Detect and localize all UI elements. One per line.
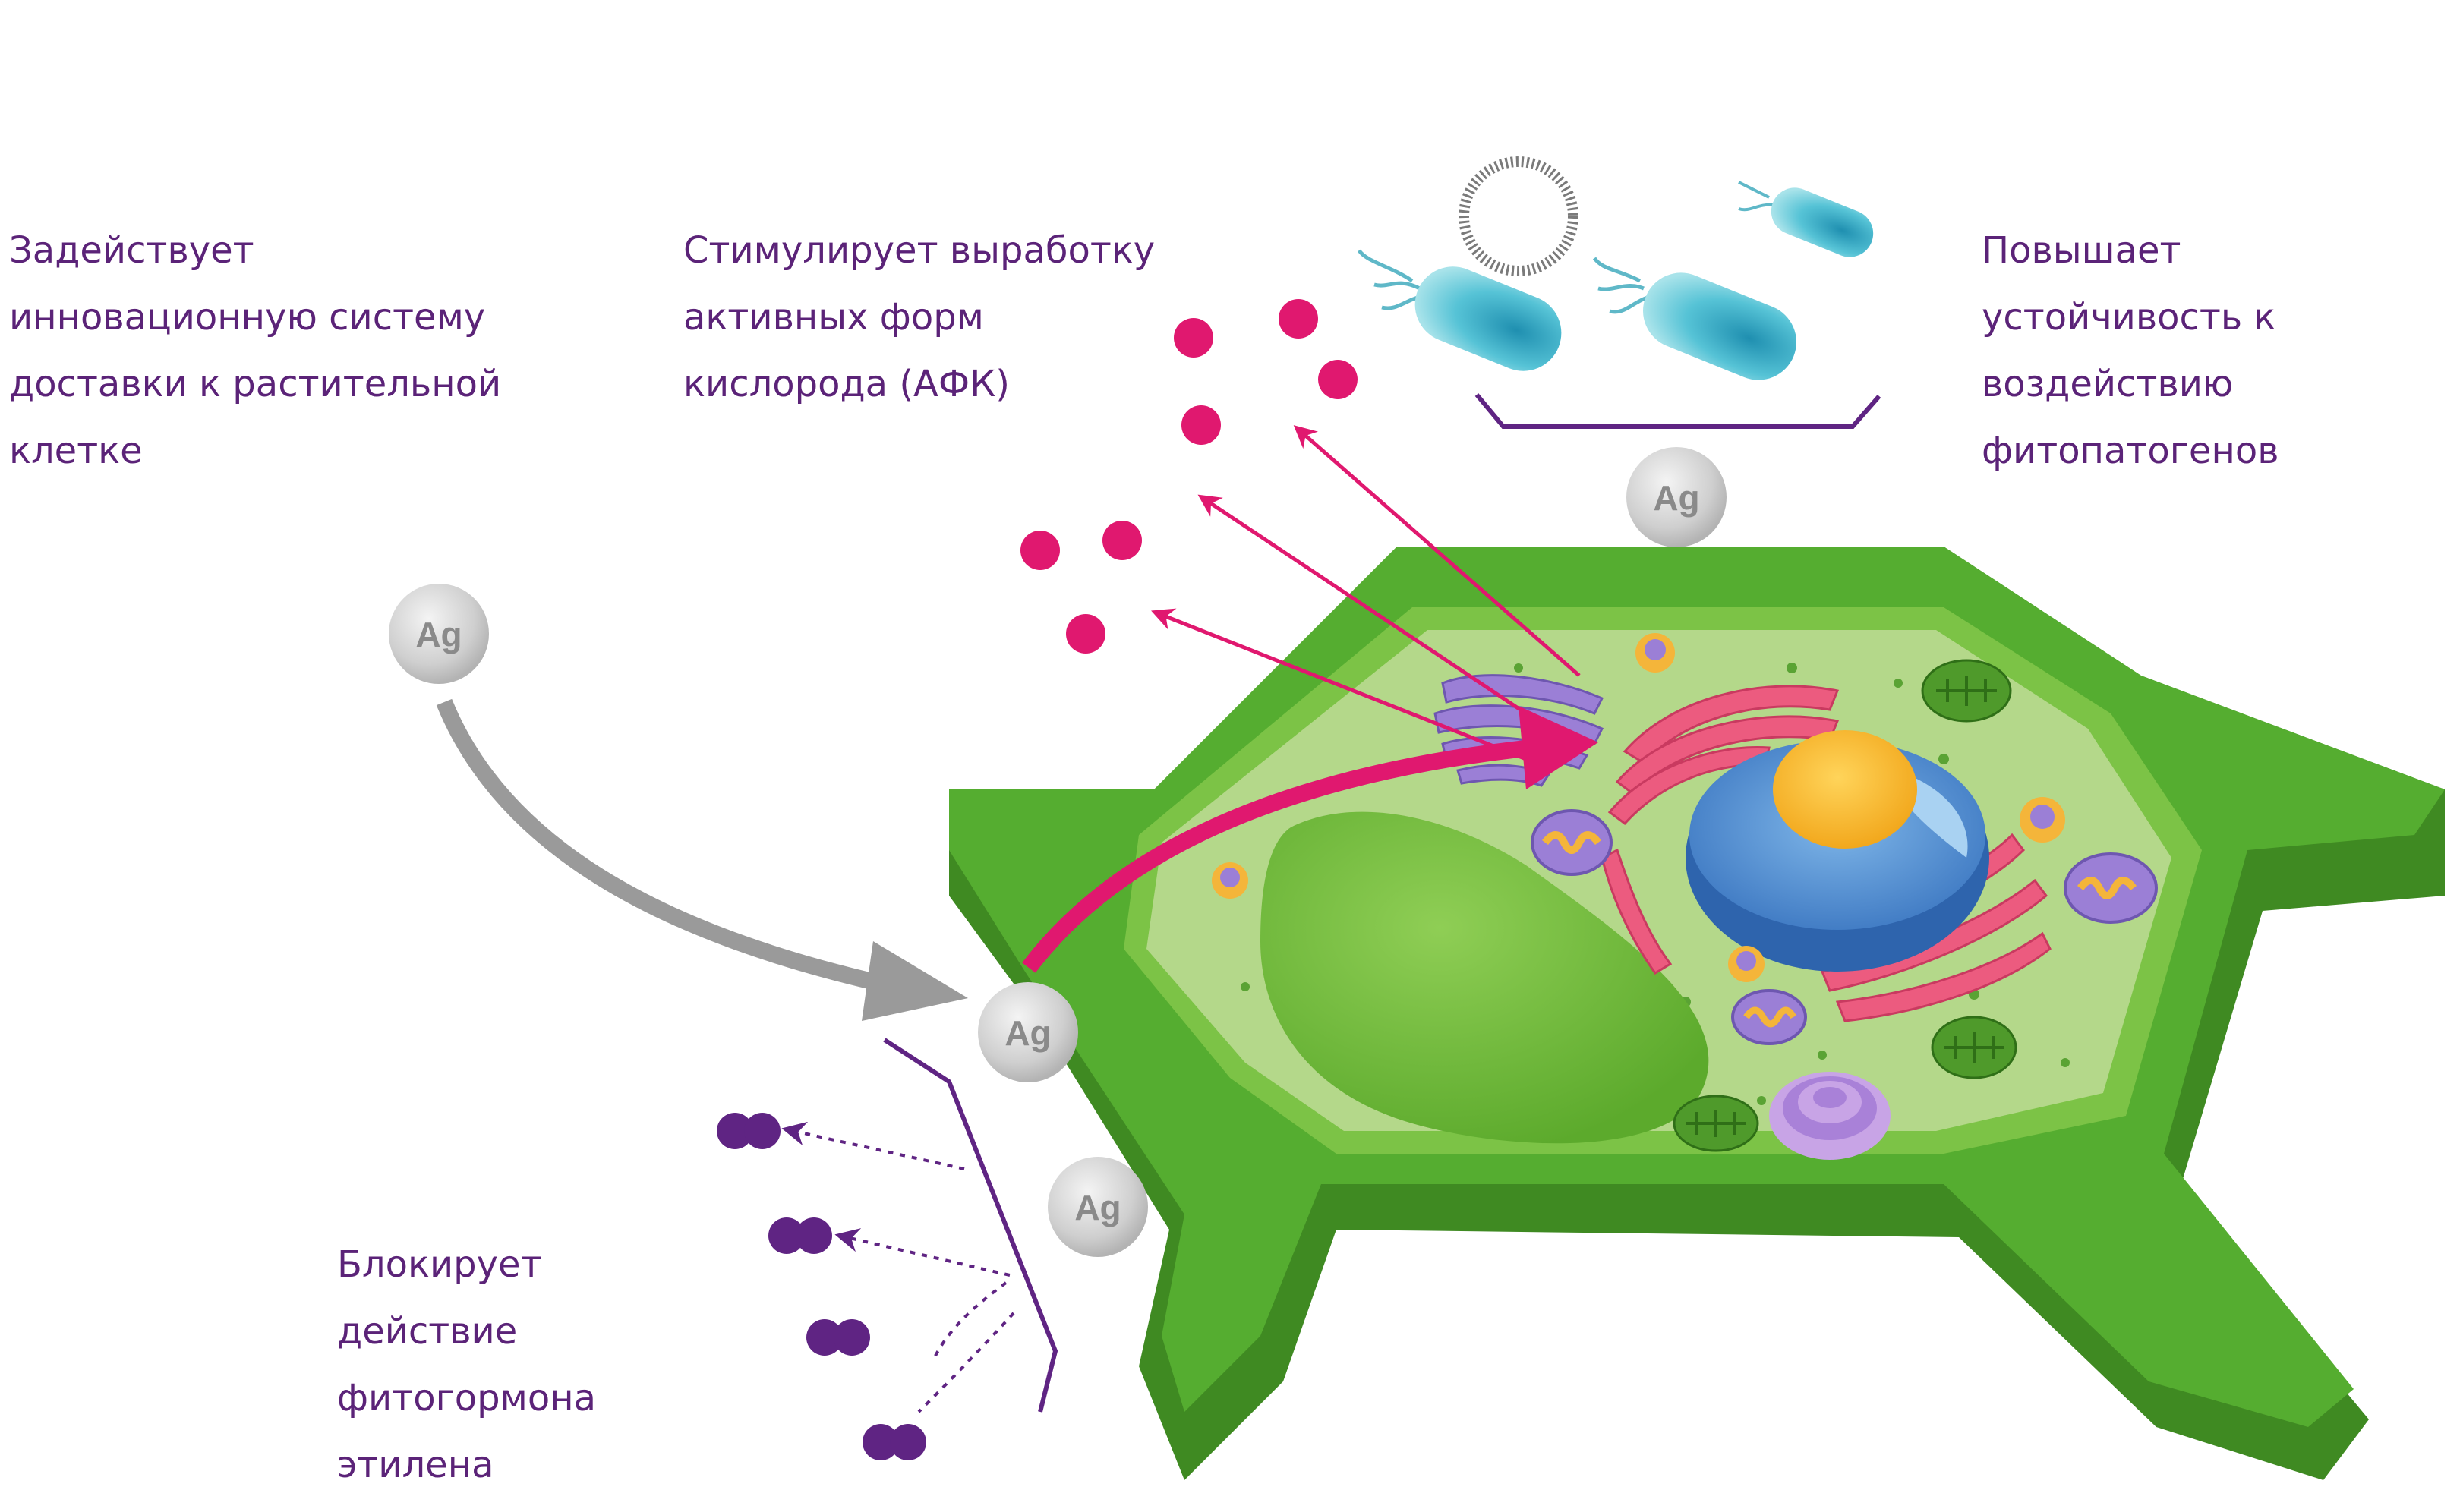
ros-label: Стимулирует выработку активных форм кисл… bbox=[683, 217, 1155, 417]
ros-main-arrow bbox=[1022, 736, 1572, 973]
ag-particle-1: Ag bbox=[389, 584, 489, 684]
svg-text:Ag: Ag bbox=[415, 615, 462, 654]
ethylene-molecule bbox=[768, 1217, 832, 1254]
delivery-line-2: инновационную систему bbox=[9, 296, 486, 339]
svg-text:Ag: Ag bbox=[1004, 1013, 1051, 1053]
ros-arrows bbox=[1022, 425, 1598, 973]
resistance-label: Повышает устойчивость к воздействию фито… bbox=[1982, 217, 2279, 484]
mitochondrion-1 bbox=[1531, 809, 1613, 876]
ethylene-line-1: Блокирует bbox=[337, 1243, 542, 1286]
ros-dot bbox=[1174, 318, 1213, 358]
ros-arrow-3 bbox=[1151, 608, 1527, 761]
delivery-label: Задействует инновационную систему достав… bbox=[9, 217, 501, 484]
ethylene-block bbox=[717, 1038, 1058, 1460]
ethylene-molecule bbox=[806, 1319, 870, 1356]
chloroplast-2 bbox=[1931, 1016, 2017, 1079]
svg-text:Ag: Ag bbox=[1074, 1188, 1121, 1227]
ag-particle-2: Ag bbox=[978, 982, 1078, 1082]
plant-cell bbox=[949, 547, 2445, 1480]
ros-line-1: Стимулирует выработку bbox=[683, 229, 1156, 272]
virus-ring bbox=[1459, 156, 1578, 276]
ros-dot bbox=[1279, 299, 1318, 339]
vacuole bbox=[1260, 811, 1709, 1144]
ros-arrow-2 bbox=[1197, 494, 1550, 731]
ros-line-2: активных форм bbox=[683, 296, 984, 339]
ros-dot bbox=[1020, 531, 1060, 570]
bacterium-3 bbox=[1738, 181, 1874, 257]
delivery-line-3: доставки к растительной bbox=[9, 363, 502, 405]
resistance-line-1: Повышает bbox=[1982, 229, 2181, 272]
ethylene-line-3: фитогормона bbox=[337, 1377, 596, 1419]
ros-line-3: кислорода (АФК) bbox=[683, 363, 1011, 405]
delivery-arrow bbox=[436, 698, 968, 1021]
bacteria bbox=[1357, 156, 1881, 429]
resistance-line-4: фитопатогенов bbox=[1982, 430, 2279, 472]
nucleolus bbox=[1773, 730, 1917, 849]
ethylene-line-2: действие bbox=[337, 1310, 518, 1353]
ethylene-label: Блокирует действие фитогормона этилена bbox=[337, 1231, 596, 1498]
ros-arrow-1 bbox=[1293, 425, 1581, 677]
delivery-line-4: клетке bbox=[9, 430, 143, 472]
ag-particle-4: Ag bbox=[1626, 447, 1727, 547]
mitochondrion-3 bbox=[1731, 989, 1807, 1045]
ros-dot bbox=[1318, 360, 1358, 399]
ethylene-molecules bbox=[717, 1113, 926, 1460]
ag-particle-3: Ag bbox=[1048, 1157, 1148, 1257]
ros-dot bbox=[1102, 521, 1142, 560]
spiral-organelle bbox=[1769, 1072, 1891, 1160]
ethylene-line-4: этилена bbox=[337, 1444, 494, 1486]
resistance-line-2: устойчивость к bbox=[1982, 296, 2276, 339]
ros-particles bbox=[1020, 299, 1358, 654]
ros-dot bbox=[1181, 405, 1221, 445]
ethylene-molecule bbox=[717, 1113, 781, 1149]
bacterium-2 bbox=[1592, 257, 1796, 380]
resistance-line-3: воздействию bbox=[1982, 363, 2234, 405]
ros-dot bbox=[1066, 614, 1105, 654]
ros-main-arrow-head bbox=[1519, 706, 1598, 789]
ethylene-molecule bbox=[863, 1424, 926, 1460]
vesicles bbox=[1212, 633, 2065, 982]
chloroplast-1 bbox=[1921, 659, 2012, 723]
ethylene-arrows bbox=[781, 1121, 1015, 1413]
pathogen-bracket bbox=[1474, 393, 1881, 429]
ethylene-barrier bbox=[883, 1038, 1058, 1413]
svg-text:Ag: Ag bbox=[1653, 478, 1699, 518]
chloroplast-3 bbox=[1673, 1095, 1759, 1152]
delivery-line-1: Задействует bbox=[9, 229, 254, 272]
mitochondrion-2 bbox=[2064, 852, 2158, 924]
bacterium-1 bbox=[1357, 249, 1562, 371]
